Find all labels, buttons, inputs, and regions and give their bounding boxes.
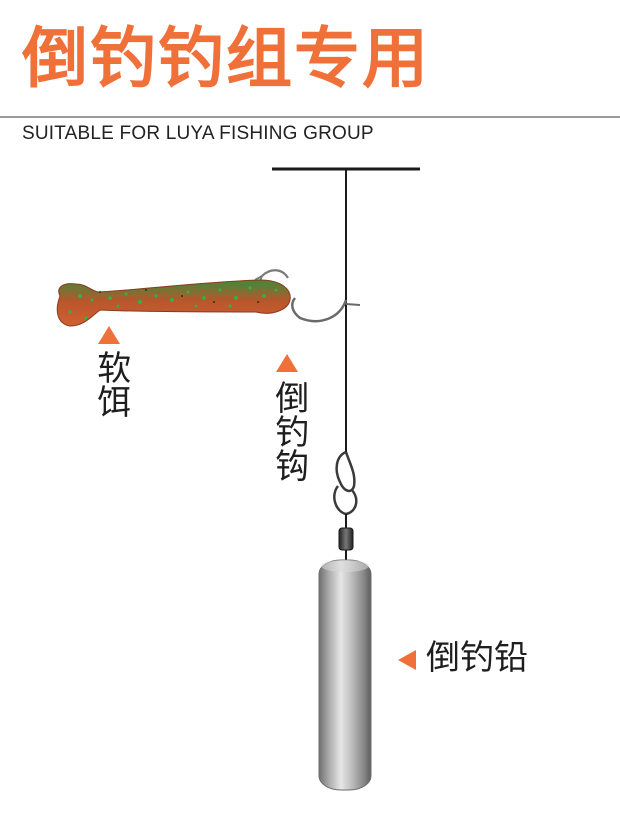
hook [254,269,361,323]
snap-swivel [333,450,358,562]
drop-hook-label: 倒钓钩 [268,380,309,482]
page-subtitle: SUITABLE FOR LUYA FISHING GROUP [22,123,374,144]
soft-bait-arrow [98,326,120,344]
page-title: 倒钓钓组专用 [22,20,430,97]
sinker [318,559,372,791]
drop-hook-arrow [276,354,298,372]
soft-bait [56,279,291,327]
drop-sinker-arrow [398,650,416,670]
header-divider [0,116,620,118]
drop-sinker-label: 倒钓铅 [426,638,528,678]
soft-bait-label: 软饵 [90,350,131,418]
